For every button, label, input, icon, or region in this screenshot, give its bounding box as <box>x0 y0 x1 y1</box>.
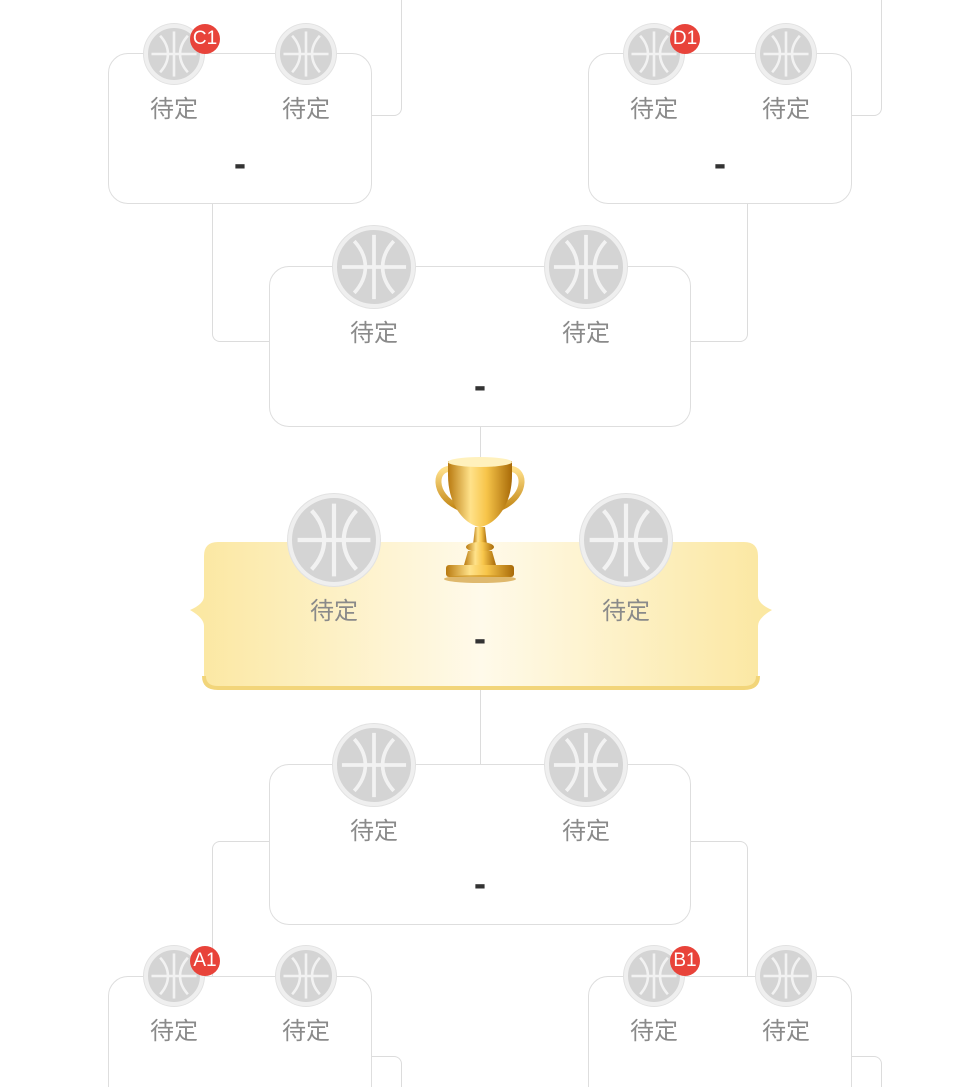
connector-line <box>212 841 270 976</box>
match-score: - <box>473 868 487 903</box>
basketball-icon <box>276 24 336 84</box>
connector-line <box>480 690 481 765</box>
basketball-icon <box>756 946 816 1006</box>
team-slot[interactable]: 待定 <box>746 946 826 1046</box>
team-slot[interactable]: 待定 <box>536 226 636 348</box>
basketball-icon: A1 <box>144 946 220 1006</box>
connector-line <box>690 841 748 976</box>
team-slot[interactable]: 待定 <box>536 724 636 846</box>
team-name: 待定 <box>630 95 678 123</box>
team-slot[interactable]: D1 待定 <box>614 24 700 124</box>
team-slot[interactable]: 待定 <box>324 724 424 846</box>
trophy-icon <box>435 457 525 583</box>
match-card-semifinal-top[interactable]: - <box>269 266 691 427</box>
match-score: - <box>233 148 247 183</box>
seed-badge: C1 <box>190 24 220 54</box>
connector-line <box>852 0 882 116</box>
connector-line <box>372 1056 402 1087</box>
team-name: 待定 <box>762 95 810 123</box>
team-slot[interactable]: 待定 <box>324 226 424 348</box>
final-score: - <box>473 623 487 658</box>
basketball-icon <box>580 494 672 586</box>
basketball-icon: D1 <box>624 24 700 84</box>
connector-line <box>212 204 270 342</box>
match-card-semifinal-bottom[interactable]: - <box>269 764 691 925</box>
team-slot[interactable]: C1 待定 <box>134 24 220 124</box>
connector-line <box>852 1056 882 1087</box>
match-score: - <box>473 370 487 405</box>
connector-line <box>480 427 481 462</box>
basketball-icon <box>333 724 415 806</box>
team-name: 待定 <box>762 1017 810 1045</box>
team-slot[interactable]: A1 待定 <box>134 946 220 1046</box>
match-card-top-right[interactable]: - <box>588 53 852 204</box>
team-slot[interactable]: B1 待定 <box>614 946 700 1046</box>
basketball-icon <box>545 226 627 308</box>
match-score: - <box>713 148 727 183</box>
team-name: 待定 <box>282 95 330 123</box>
seed-badge: B1 <box>670 946 700 976</box>
basketball-icon <box>333 226 415 308</box>
basketball-icon: B1 <box>624 946 700 1006</box>
team-name: 待定 <box>282 1017 330 1045</box>
team-name: 待定 <box>630 1017 678 1045</box>
team-slot[interactable]: 待定 <box>278 494 390 626</box>
basketball-icon <box>288 494 380 586</box>
team-name: 待定 <box>350 817 398 845</box>
basketball-icon <box>276 946 336 1006</box>
basketball-icon <box>545 724 627 806</box>
team-name: 待定 <box>602 597 650 625</box>
match-card-top-left[interactable]: - <box>108 53 372 204</box>
team-slot[interactable]: 待定 <box>746 24 826 124</box>
team-name: 待定 <box>150 95 198 123</box>
basketball-icon: C1 <box>144 24 220 84</box>
seed-badge: D1 <box>670 24 700 54</box>
team-name: 待定 <box>150 1017 198 1045</box>
team-name: 待定 <box>562 817 610 845</box>
team-slot[interactable]: 待定 <box>266 946 346 1046</box>
team-slot[interactable]: 待定 <box>570 494 682 626</box>
seed-badge: A1 <box>190 946 220 976</box>
connector-line <box>372 0 402 116</box>
basketball-icon <box>756 24 816 84</box>
team-slot[interactable]: 待定 <box>266 24 346 124</box>
team-name: 待定 <box>562 319 610 347</box>
connector-line <box>690 204 748 342</box>
team-name: 待定 <box>350 319 398 347</box>
team-name: 待定 <box>310 597 358 625</box>
